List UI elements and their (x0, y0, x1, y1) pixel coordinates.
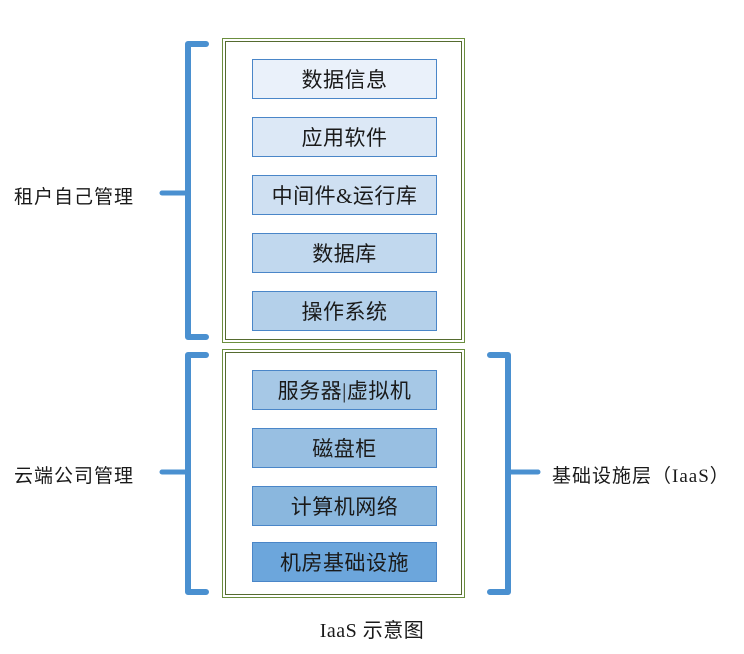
layer-box-data-center-facility[interactable]: 机房基础设施 (252, 542, 437, 582)
provider-managed-stack-container: 服务器|虚拟机 磁盘柜 计算机网络 机房基础设施 (222, 349, 465, 598)
layer-label: 磁盘柜 (312, 437, 377, 461)
layer-label: 中间件&运行库 (271, 184, 418, 208)
layer-label: 数据库 (312, 242, 377, 266)
layer-box-data-information[interactable]: 数据信息 (252, 59, 437, 99)
layer-box-disk-array[interactable]: 磁盘柜 (252, 428, 437, 468)
layer-box-server-virtual-machine[interactable]: 服务器|虚拟机 (252, 370, 437, 410)
tenant-section-label: 租户自己管理 (14, 187, 135, 208)
left-square-bracket-icon (159, 41, 209, 340)
iaas-bracket (480, 352, 541, 595)
provider-section-label: 云端公司管理 (14, 466, 135, 487)
left-square-bracket-icon (159, 352, 209, 595)
layer-label: 服务器|虚拟机 (277, 379, 412, 403)
layer-label: 数据信息 (301, 68, 388, 92)
layer-box-computer-network[interactable]: 计算机网络 (252, 486, 437, 526)
tenant-bracket (159, 41, 216, 340)
provider-bracket (159, 352, 216, 595)
diagram-caption: IaaS 示意图 (319, 620, 425, 642)
layer-label: 计算机网络 (290, 495, 399, 519)
layer-label: 操作系统 (301, 300, 388, 324)
tenant-managed-stack-container: 数据信息 应用软件 中间件&运行库 数据库 操作系统 (222, 38, 465, 343)
layer-box-middleware-runtime[interactable]: 中间件&运行库 (252, 175, 437, 215)
iaas-layer-label: 基础设施层（IaaS） (552, 466, 730, 487)
layer-box-database[interactable]: 数据库 (252, 233, 437, 273)
layer-box-application-software[interactable]: 应用软件 (252, 117, 437, 157)
layer-box-operating-system[interactable]: 操作系统 (252, 291, 437, 331)
layer-label: 机房基础设施 (280, 551, 409, 575)
right-square-bracket-icon (487, 352, 541, 595)
layer-label: 应用软件 (301, 126, 388, 150)
